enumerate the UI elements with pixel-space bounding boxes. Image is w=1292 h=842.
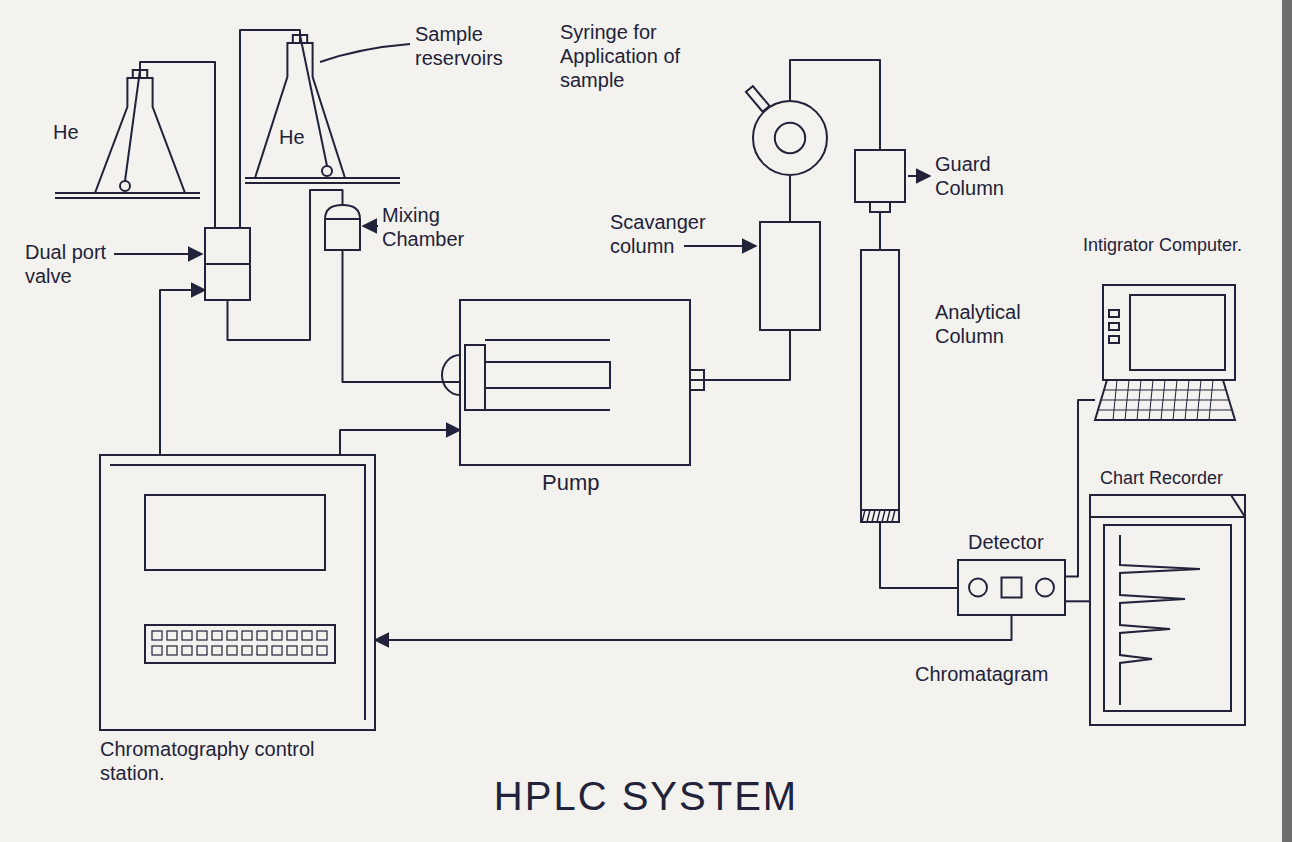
label-text: Syringe for Application of sample (560, 20, 735, 92)
text-holder: Chart Recorder (1100, 468, 1250, 490)
label-text: Scavanger column (610, 210, 745, 258)
leader-line (320, 44, 410, 62)
text-holder: Detector (968, 530, 1068, 554)
detector-box: Detector (958, 560, 1065, 615)
shape-outline (958, 560, 1065, 615)
pump-box: Pump (460, 300, 690, 465)
label-text: Analytical Column (935, 300, 1045, 348)
text-holder: Pump (542, 470, 622, 496)
shelf (245, 182, 400, 184)
shape-outline (205, 228, 250, 300)
label-text: Chromatagram (915, 662, 1085, 686)
label-text: Intigrator Computer. (1083, 235, 1273, 257)
label-text: Pump (542, 470, 622, 496)
text-holder: He (53, 120, 89, 144)
tubing-connector (375, 615, 1012, 640)
text-holder: Sample reservoirs (415, 22, 545, 70)
chart-recorder: Chart Recorder (1090, 495, 1245, 725)
text-holder: Intigrator Computer. (1083, 235, 1273, 257)
shape-outline (1090, 495, 1245, 725)
text-holder: Dual port valve (25, 240, 135, 288)
shape-outline (325, 205, 360, 250)
text-holder: Mixing Chamber (382, 203, 482, 251)
text-holder: HPLC SYSTEM (0, 772, 1292, 820)
tubing-connector (879, 212, 881, 250)
tubing-connector (790, 60, 880, 150)
text-holder: Scavanger column (610, 210, 745, 258)
label-text: Chromatography control station. (100, 737, 380, 785)
text-holder: He (279, 125, 315, 149)
text-holder: Chromatagram (915, 662, 1085, 686)
dual-port-valve: Dual port valve (205, 228, 250, 300)
mixing-chamber: Mixing Chamber (325, 205, 360, 250)
scavenger-column: Scavanger column (760, 222, 820, 330)
shape-outline (760, 222, 820, 330)
text-holder: Syringe for Application of sample (560, 20, 735, 92)
tubing-connector (789, 176, 791, 222)
shape-outline (752, 100, 828, 176)
analytical-column: Analytical Column (861, 250, 899, 522)
tubing-connector (1065, 600, 1090, 602)
reservoir-flask: He (255, 43, 345, 178)
shape-outline (460, 300, 690, 465)
leader-arrow (684, 245, 756, 247)
reservoir-flask: He (95, 78, 185, 193)
tubing-connector (343, 250, 461, 382)
injector-syringe: Syringe for Application of sample (752, 100, 828, 176)
tubing-connector (690, 330, 790, 380)
leader-arrow (114, 253, 202, 255)
label-text: HPLC SYSTEM (0, 772, 1292, 820)
text-holder: Guard Column (935, 152, 1045, 200)
guard-column: Guard Column (855, 150, 905, 212)
label-text: Detector (968, 530, 1068, 554)
label-text: Chart Recorder (1100, 468, 1250, 490)
shelf (55, 197, 200, 199)
shape-outline (95, 78, 185, 193)
text-holder: Analytical Column (935, 300, 1045, 348)
label-text: He (279, 125, 315, 149)
label-text: Mixing Chamber (382, 203, 482, 251)
tubing-connector (160, 290, 205, 455)
shape-outline (861, 250, 899, 522)
leader-arrow (363, 225, 378, 227)
integrator-computer: Intigrator Computer. (1095, 285, 1235, 420)
text-holder: Chromatography control station. (100, 737, 380, 785)
label-text: Dual port valve (25, 240, 135, 288)
table-edge (1282, 0, 1292, 842)
label-text: Guard Column (935, 152, 1045, 200)
shape-outline (1095, 285, 1235, 420)
control-station: Chromatography control station. (100, 455, 375, 730)
label-text: He (53, 120, 89, 144)
leader-arrow (908, 175, 930, 177)
tubing-connector (340, 430, 460, 455)
shape-outline (855, 150, 905, 212)
label-text: Sample reservoirs (415, 22, 545, 70)
shape-outline (100, 455, 375, 730)
tubing-connector (880, 522, 958, 588)
tubing-connector (140, 62, 215, 228)
shape-outline (255, 43, 345, 178)
